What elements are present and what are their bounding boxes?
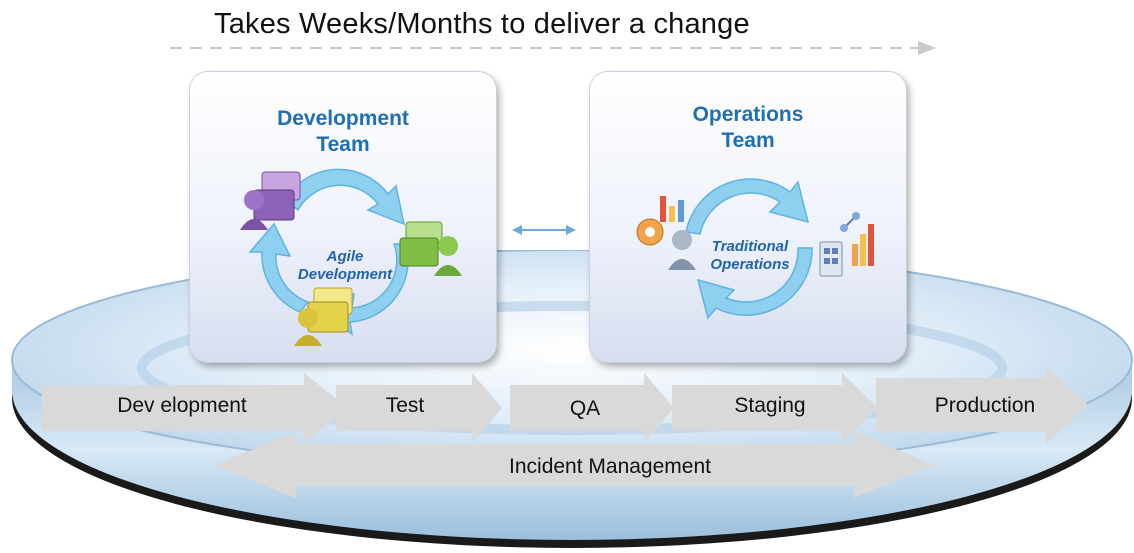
stage-label-staging: Staging <box>734 394 806 417</box>
agile-cycle-art <box>240 168 462 346</box>
operations-team-title-line1: Operations <box>692 103 804 126</box>
developer-yellow-icon <box>294 287 353 346</box>
development-team-title-line1: Development <box>277 107 409 130</box>
traditional-cycle-art <box>636 178 874 320</box>
operations-team-card: Operations Team Trad <box>590 72 906 362</box>
stage-arrow-qa <box>510 373 674 443</box>
cycle-arrows-icon <box>685 178 813 320</box>
timeline-headline: Takes Weeks/Months to deliver a change <box>214 8 750 40</box>
stage-arrow-production <box>876 366 1088 444</box>
agile-label-line2: Development <box>297 266 393 283</box>
developer-purple-icon <box>240 171 301 230</box>
stage-label-qa: QA <box>569 397 601 420</box>
monitoring-chart-icon <box>819 212 874 277</box>
stage-arrow-test <box>336 373 502 443</box>
bidirectional-arrow-icon <box>512 225 576 235</box>
development-team-title-line2: Team <box>316 133 370 156</box>
agile-label-line1: Agile <box>326 248 364 265</box>
stage-label-production: Production <box>934 394 1036 417</box>
incident-management-arrow <box>214 432 934 498</box>
development-team-card: Development Team Agile Development <box>190 72 496 362</box>
stage-label-test: Test <box>385 394 425 417</box>
stage-arrow-development <box>42 373 348 443</box>
stage-label-development: Dev elopment <box>117 394 247 417</box>
developer-green-icon <box>399 221 462 276</box>
incident-management-label: Incident Management <box>509 455 711 478</box>
operator-gear-icon <box>636 196 696 270</box>
stage-arrow-staging <box>672 373 878 443</box>
operations-team-title-line2: Team <box>721 129 775 152</box>
traditional-label-line2: Operations <box>710 256 790 273</box>
traditional-label-line1: Traditional <box>711 238 789 255</box>
timeline-arrow <box>170 41 936 55</box>
